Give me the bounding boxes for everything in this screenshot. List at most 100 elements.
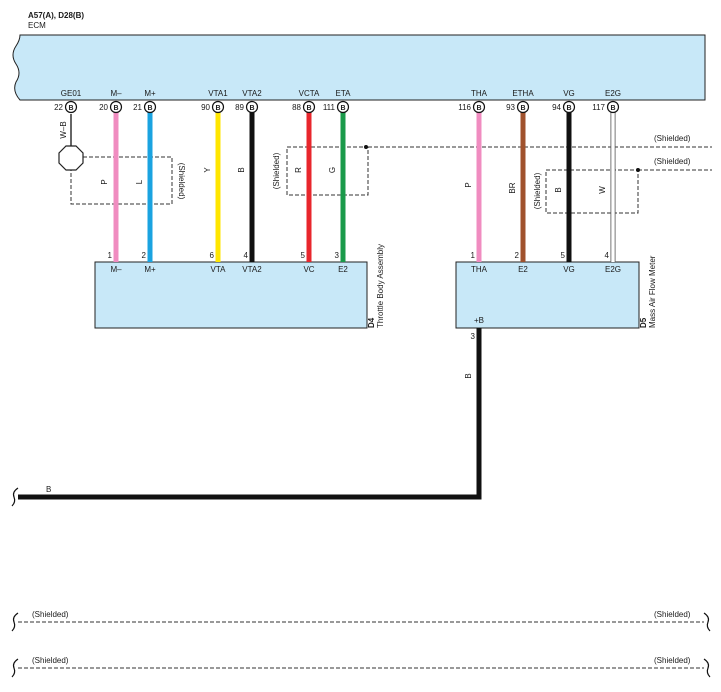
maf-power-pin-num: 3 <box>471 332 476 341</box>
shield-junction-lower <box>636 168 640 172</box>
ecm-pin-number: 93 <box>506 103 515 112</box>
maf-pin-num: 1 <box>471 251 476 260</box>
maf-pin-num: 2 <box>515 251 520 260</box>
ecm-pin-conn: B <box>68 105 73 112</box>
throttle-pin-name: VC <box>303 265 314 274</box>
maf-pin-name: THA <box>471 265 488 274</box>
ecm-pin-number: 117 <box>592 103 605 112</box>
ecm-pin-circle <box>606 100 620 114</box>
wire-color-etha: BR <box>508 182 517 193</box>
ecm-pin-conn: B <box>113 105 118 112</box>
ecm-pin-conn: B <box>340 105 345 112</box>
ecm-pin-circle <box>302 100 316 114</box>
shield-box-motor <box>70 156 173 205</box>
wire-power-b <box>18 328 482 500</box>
wire-color-power: B <box>464 373 473 378</box>
shield-continuation-lower-left-label: (Shielded) <box>32 656 69 665</box>
throttle-pin-name: VTA2 <box>242 265 262 274</box>
maf-meter-box <box>455 261 640 329</box>
ecm-pin-name: ETA <box>336 89 352 98</box>
shield-continuation-upper-right-label: (Shielded) <box>654 610 691 619</box>
ecm-box <box>12 34 706 101</box>
ecm-pin-conn: B <box>147 105 152 112</box>
ecm-pin-name: ETHA <box>512 89 534 98</box>
ecm-pin-circle <box>109 100 123 114</box>
break-mark-bus <box>11 487 19 507</box>
ground-shield-icon <box>58 145 84 171</box>
wire-color-vta1: Y <box>203 167 212 173</box>
ecm-pin-conn: B <box>215 105 220 112</box>
ecm-pin-number: 22 <box>54 103 63 112</box>
ecm-pin-circle <box>562 100 576 114</box>
wire-color-vg: B <box>554 187 563 192</box>
ecm-pin-name: M+ <box>144 89 156 98</box>
wire-color-eta: G <box>328 167 337 173</box>
shield-label-motor: (Shielded) <box>177 163 186 200</box>
throttle-pin-num: 6 <box>210 251 215 260</box>
ecm-pin-name: M– <box>110 89 122 98</box>
throttle-pin-num: 1 <box>108 251 113 260</box>
ecm-pin-circle <box>211 100 225 114</box>
ecm-pin-circle <box>516 100 530 114</box>
throttle-code: D4 <box>367 317 376 328</box>
ecm-pin-vta2: VTA2 89 B <box>235 89 262 114</box>
ecm-pin-name: VTA1 <box>208 89 228 98</box>
wire-color-bus: B <box>46 485 51 494</box>
throttle-pin-name: VTA <box>211 265 227 274</box>
ecm-pin-name: VCTA <box>299 89 320 98</box>
ecm-pin-name: VTA2 <box>242 89 262 98</box>
ecm-pin-number: 88 <box>292 103 301 112</box>
wire-color-m-plus: L <box>135 179 144 184</box>
throttle-pin-num: 5 <box>301 251 306 260</box>
throttle-pin-name: E2 <box>338 265 348 274</box>
ecm-pin-conn: B <box>520 105 525 112</box>
shield-junction-upper <box>364 145 368 149</box>
break-mark-upper-right <box>703 612 711 632</box>
throttle-body-box <box>94 261 368 329</box>
ecm-pin-vcta: VCTA 88 B <box>292 89 320 114</box>
break-mark-lower-left <box>11 658 19 678</box>
shield-label-lower: (Shielded) <box>654 157 691 166</box>
ecm-pin-eta: ETA 111 B <box>323 89 352 114</box>
ecm-pin-circle <box>64 100 78 114</box>
throttle-pin-name: M– <box>110 265 122 274</box>
ecm-pin-vta1: VTA1 90 B <box>201 89 228 114</box>
wire-color-vcta: R <box>294 167 303 173</box>
ecm-pin-number: 20 <box>99 103 108 112</box>
maf-pin-num: 5 <box>561 251 566 260</box>
ecm-pin-m-minus: M– 20 B <box>99 89 123 114</box>
maf-pin-name: E2G <box>605 265 621 274</box>
ecm-pin-name: THA <box>471 89 488 98</box>
wire-color-e2g: W <box>598 186 607 194</box>
ecm-pin-etha: ETHA 93 B <box>506 89 534 114</box>
shield-box-vg <box>545 169 639 214</box>
ecm-pin-tha: THA 116 B <box>458 89 488 114</box>
ecm-connector-label: A57(A), D28(B) <box>28 11 84 20</box>
maf-pin-name: VG <box>563 265 575 274</box>
maf-name: Mass Air Flow Meter <box>648 255 657 328</box>
ecm-pin-m-plus: M+ 21 B <box>133 89 157 114</box>
ecm-pin-e2g: E2G 117 B <box>592 89 621 114</box>
break-mark-lower-right <box>703 658 711 678</box>
ecm-pin-name: GE01 <box>61 89 82 98</box>
throttle-pin-name: M+ <box>144 265 156 274</box>
shield-box-vc <box>286 146 369 196</box>
ecm-pin-name: VG <box>563 89 575 98</box>
ecm-pin-number: 116 <box>458 103 471 112</box>
ecm-name-label: ECM <box>28 21 46 30</box>
throttle-name: Throttle Body Assembly <box>376 244 385 328</box>
ecm-pin-vg: VG 94 B <box>552 89 576 114</box>
wire-color-vta2: B <box>237 167 246 172</box>
throttle-pin-num: 3 <box>335 251 340 260</box>
maf-pin-num: 4 <box>605 251 610 260</box>
ecm-pin-conn: B <box>476 105 481 112</box>
ecm-pin-conn: B <box>566 105 571 112</box>
ecm-pin-number: 89 <box>235 103 244 112</box>
ecm-pin-circle <box>143 100 157 114</box>
ecm-pin-circle <box>336 100 350 114</box>
ecm-pin-circle <box>245 100 259 114</box>
ecm-pin-number: 111 <box>323 103 336 112</box>
wire-color-m-minus: P <box>100 179 109 184</box>
